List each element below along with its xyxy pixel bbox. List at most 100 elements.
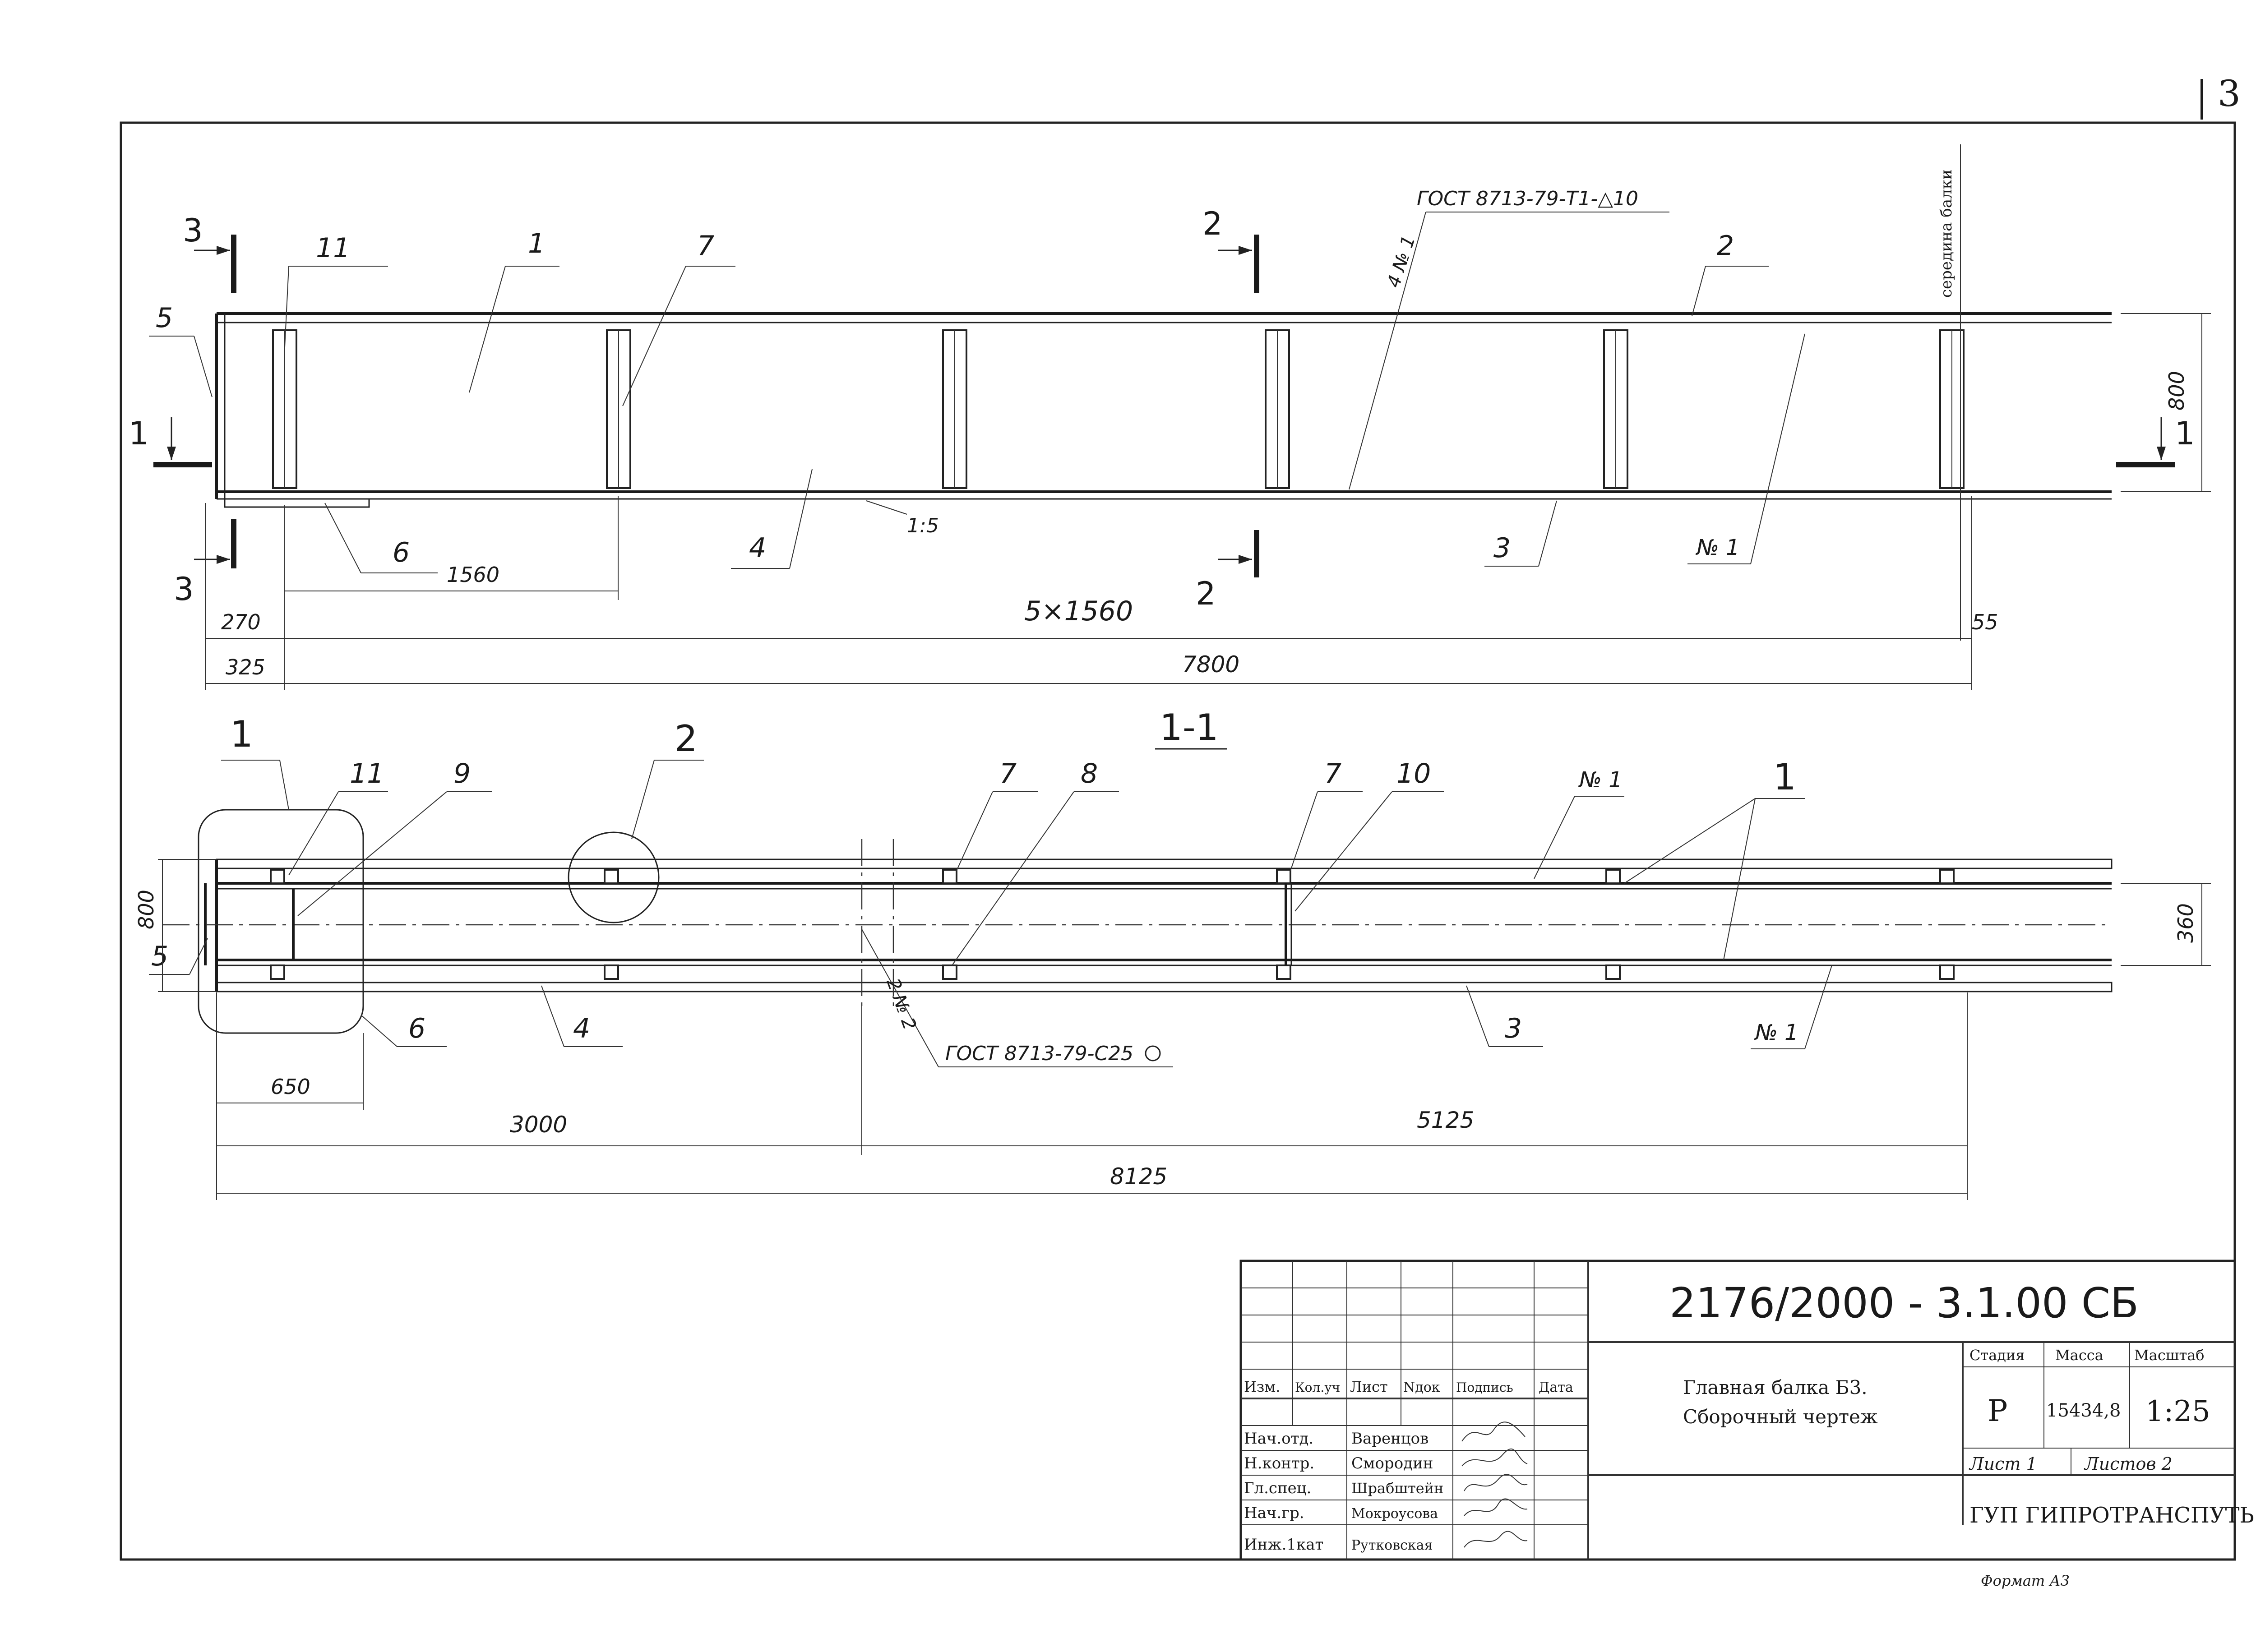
sec-pos-3: 3 [1505,1013,1522,1044]
svg-text:1: 1 [2175,415,2195,452]
dim-5x1560: 5×1560 [1024,595,1133,627]
section-dimensions: 800 360 650 3000 5125 8125 [134,859,2211,1200]
signatures [1461,1421,1528,1548]
sec-pos-1a: 1 [230,713,253,755]
sec-pos-2: 2 [675,718,698,760]
upper-flange [216,858,2113,869]
section-mark-1-right: 1 [2116,415,2195,467]
mass-header: Масса [2055,1347,2103,1364]
rev-h-izm: Изм. [1244,1378,1280,1395]
mass-value: 15434,8 [2046,1400,2121,1421]
staff-role-2: Гл.спец. [1244,1479,1311,1497]
staff-name-1: Смородин [1351,1454,1433,1472]
top-weld-callout: ГОСТ 8713-79-Т1-△10 [1417,187,1638,210]
sec-dim-650: 650 [271,1075,310,1099]
drawing-frame [120,121,2236,1561]
drawing-name-line1: Главная балка Б3. [1683,1376,1868,1398]
section-mark-2-top: 2 [1202,205,1259,293]
rev-h-date: Дата [1539,1380,1573,1395]
sec-dim-5125: 5125 [1417,1107,1474,1133]
dim-55: 55 [1972,610,1998,634]
sec-n1a: № 1 [1578,767,1623,793]
page-number: 3 [2218,73,2241,115]
sec-dim-3000: 3000 [510,1112,567,1138]
staff-role-1: Н.контр. [1244,1454,1314,1472]
top-weld-leg: 4 № 1 [1383,233,1419,290]
svg-text:2: 2 [1202,205,1223,242]
staff-name-0: Варенцов [1351,1430,1428,1448]
lower-flange [216,982,2113,992]
section-leaders: 1 2 11 9 7 8 7 10 № 1 1 5 6 [149,713,1832,1067]
svg-text:3: 3 [183,212,203,249]
section-1-1: 1-1 1 [134,706,2211,1200]
sheet-label: Лист 1 [1969,1454,2037,1474]
rev-h-list: Лист [1350,1378,1388,1395]
sheets-label: Листов 2 [2084,1454,2173,1474]
pos-11-label: 11 [316,232,350,264]
pos-7-label: 7 [697,230,714,262]
doc-number: 2176/2000 - 3.1.00 СБ [1669,1279,2139,1327]
rev-h-ndok: Nдок [1403,1380,1440,1395]
detail-2-circle [568,831,660,923]
staff-role-3: Нач.гр. [1244,1504,1304,1522]
sec-weld-callout: ГОСТ 8713-79-С25 [945,1042,1133,1065]
scale-header: Масштаб [2134,1347,2205,1364]
drawing-name-line2: Сборочный чертеж [1683,1406,1878,1428]
sec-pos-7b: 7 [1324,758,1341,789]
pos-5-label: 5 [156,302,173,334]
pos-1-label: 1 [528,228,545,259]
section-mark-1-left: 1 [129,415,212,467]
sec-n1b: № 1 [1754,1020,1798,1045]
section-mark-3-top: 3 [183,212,236,293]
dim-1560: 1560 [447,563,499,587]
staff-name-3: Мокроусова [1351,1506,1438,1522]
sec-pos-5: 5 [151,941,168,972]
plate-6 [224,498,370,508]
rev-h-sign: Подпись [1456,1380,1513,1395]
rev-h-kol: Кол.уч [1295,1380,1340,1395]
sec-weld-leg: 2 № 2 [883,976,920,1033]
svg-text:3: 3 [174,571,194,608]
staff-name-2: Шрабштейн [1351,1480,1443,1497]
sec-pos-9: 9 [453,758,471,789]
stage-header: Стадия [1969,1347,2025,1364]
detail-1-outline [198,809,364,1034]
top-view-leaders: 11 1 7 2 ГОСТ 8713-79-Т1-△10 4 № 1 5 6 4… [149,187,1805,573]
dim-325: 325 [226,655,265,679]
section-mark-3-bottom: 3 [174,519,236,608]
dim-800-top: 800 [2164,371,2189,411]
stiffeners [272,329,1965,489]
title-block: Изм. Кол.уч Лист Nдок Подпись Дата Нач.о… [1239,1260,2254,1589]
sec-pos-7a: 7 [999,758,1017,789]
svg-text:1: 1 [129,415,149,452]
sec-dim-800: 800 [134,890,158,929]
format-label: Формат А3 [1981,1572,2070,1589]
staff-name-4: Рутковская [1351,1537,1433,1553]
slope-label: 1:5 [907,514,939,537]
pos-2-label: 2 [1717,230,1734,262]
section-stiffeners [270,869,1955,980]
sec-pos-1b: 1 [1773,756,1796,798]
sec-pos-10: 10 [1396,758,1431,789]
organization: ГУП ГИПРОТРАНСПУТЬ [1969,1503,2254,1528]
scale-value: 1:25 [2145,1395,2210,1428]
pos-3-label: 3 [1493,532,1511,564]
n1-label-top: № 1 [1695,535,1740,560]
sec-pos-6: 6 [408,1013,425,1044]
pos-4-label: 4 [749,532,766,564]
sec-pos-8: 8 [1081,758,1098,789]
svg-text:2: 2 [1196,575,1216,612]
midspan-label: середина балки [1937,169,1956,298]
staff-role-0: Нач.отд. [1244,1430,1313,1448]
top-view: середина балки 3 3 2 2 [129,144,2211,690]
sec-dim-360: 360 [2173,903,2198,943]
sec-pos-11: 11 [350,758,384,789]
stage-value: Р [1988,1394,2007,1428]
top-view-dimensions: 1560 270 5×1560 55 325 7800 800 [205,313,2211,690]
dim-7800: 7800 [1182,651,1239,678]
section-title: 1-1 [1160,706,1219,748]
staff-role-4: Инж.1кат [1244,1536,1323,1554]
sec-pos-4: 4 [573,1013,590,1044]
sec-dim-8125: 8125 [1110,1163,1167,1190]
